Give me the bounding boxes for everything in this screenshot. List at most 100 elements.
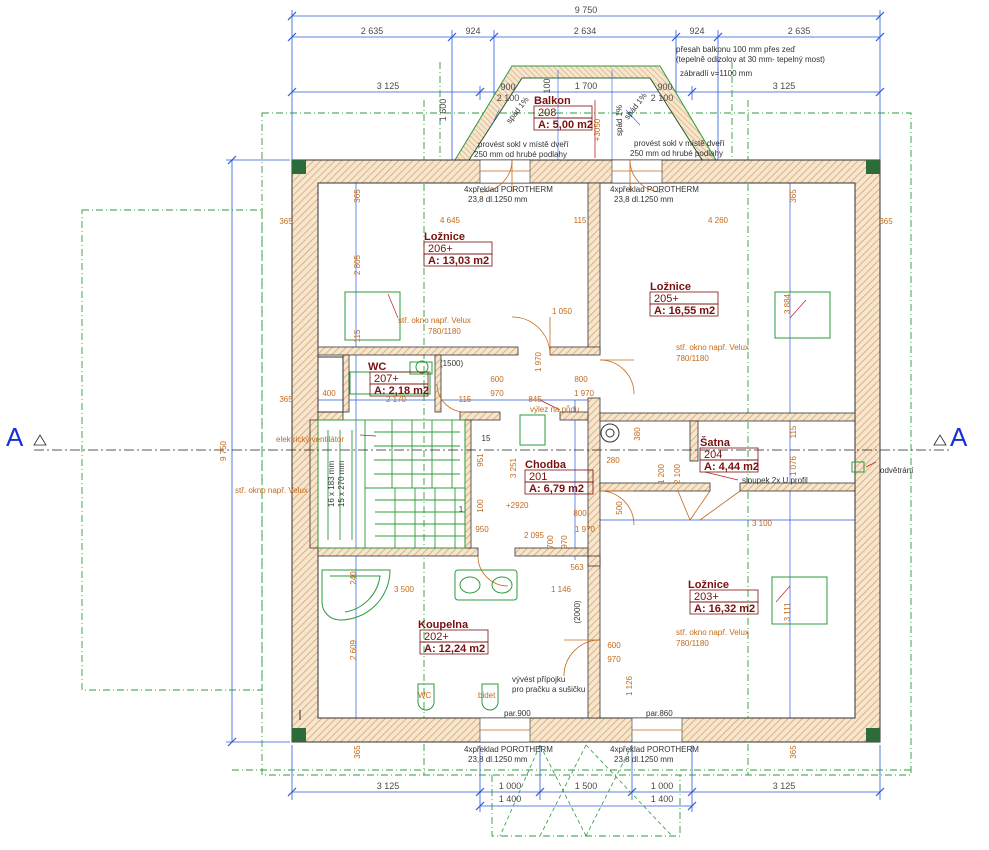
sill-left-line2: 250 mm od hrubé podlahy (474, 150, 567, 159)
dim-115-a: 115 (574, 216, 587, 225)
top-dimension-labels: 9 750 2 635 924 2 634 924 2 635 3 125 1 … (361, 5, 811, 121)
axis-lines (292, 160, 880, 742)
dim-balcony-1600: 1 600 (438, 99, 448, 122)
dim-400: 400 (322, 389, 336, 398)
interior-walls (309, 182, 856, 719)
dim-4260: 4 260 (708, 216, 729, 225)
attic-note: výlez na půdu (530, 405, 579, 414)
dim-top-2: 924 (465, 26, 480, 36)
interior-dimension-labels: 4 645 115 4 260 2 805 115 1 050 1 970 97… (322, 216, 798, 696)
room-207-area: A: 2,18 m2 (374, 385, 429, 397)
lintel-bl-line2: 23,8 dl.1250 mm (468, 755, 528, 764)
left-dimension-chain (226, 155, 290, 747)
dim-1076: 1 076 (789, 455, 798, 476)
window-203: stř. okno např. Velux (676, 628, 749, 637)
dim-top-4: 924 (689, 26, 704, 36)
dim-365-left-top: 365 (279, 217, 293, 226)
balcony-note-line2: (tepelně odizolov at 30 mm- tepelný most… (676, 55, 825, 64)
dim-bottom-3: 1 500 (575, 781, 598, 791)
window-size-205: 780/1180 (676, 354, 709, 363)
dim-mid-2: 1 700 (575, 81, 598, 91)
dim-970-a: 970 (490, 389, 504, 398)
dim-balcony-2100-right: 2 100 (651, 93, 674, 103)
velux-windows (344, 291, 865, 625)
dim-left-total: 9 750 (219, 440, 228, 461)
stair-labels: 16 x 183 mm 15 x 270 mm 15 1 (327, 434, 491, 514)
dim-2100: 2 100 (673, 463, 682, 484)
bidet-label: bidet (478, 691, 496, 700)
room-206-area: A: 13,03 m2 (428, 255, 489, 267)
dim-bottom-5: 3 125 (773, 781, 796, 791)
stair-rise: 16 x 183 mm (327, 461, 336, 508)
wc-fixture-label: WC (418, 691, 432, 700)
level-3050: +3050 (593, 118, 602, 141)
side-dimension-labels: 9 750 365 365 365 365 365 365 365 (219, 189, 893, 759)
doors (436, 159, 741, 677)
dim-bottom-7: 1 400 (651, 794, 674, 804)
dim-2805: 2 805 (353, 254, 362, 275)
dim-115-d: 115 (789, 425, 798, 438)
dim-3111: 3 111 (783, 602, 792, 621)
window-size-206: 780/1180 (428, 327, 461, 336)
top-dimension-ticks (287, 11, 885, 97)
dim-950: 950 (475, 525, 489, 534)
dim-bottom-6: 1 400 (499, 794, 522, 804)
sill-right-line2: 250 mm od hrubé podlahy (630, 149, 723, 158)
room-205-num: 205+ (654, 293, 679, 305)
dim-1126: 1 126 (625, 675, 634, 696)
level-2920: +2920 (506, 501, 529, 510)
dim-balcony-2100-left: 2 100 (497, 93, 520, 103)
notes: přesah balkonu 100 mm přes zeď (tepelně … (6, 45, 968, 764)
dim-3884: 3 884 (783, 293, 792, 314)
room-205-area: A: 16,55 m2 (654, 305, 715, 317)
dim-365-v2: 365 (353, 745, 362, 759)
window-206: stř. okno např. Velux (398, 316, 471, 325)
lintel-br-line2: 23,8 dl.1250 mm (614, 755, 674, 764)
room-207-num: 207+ (374, 373, 399, 385)
bottom-dimension-labels: 3 125 1 000 1 500 1 000 3 125 1 400 1 40… (377, 781, 796, 804)
lintel-tl-line2: 23,8 dl.1250 mm (468, 195, 528, 204)
top-dimension-chains (291, 10, 881, 160)
room-201-num: 201 (529, 471, 547, 483)
dim-3251: 3 251 (509, 457, 518, 478)
lintel-br-line1: 4xpřeklad POROTHERM (610, 745, 699, 754)
dim-115-c: 115 (459, 395, 472, 404)
par-860: par.860 (646, 709, 673, 718)
sill-right-line1: provést sokl v místě dveří (634, 139, 725, 148)
bottom-dimension-ticks (287, 787, 885, 811)
dim-970-c: 970 (607, 655, 621, 664)
dim-280: 280 (606, 456, 620, 465)
washer-note-line1: vývést přípojku (512, 675, 565, 684)
room-balkon-num: 208 (538, 107, 556, 119)
dim-240: 240 (349, 571, 358, 585)
dim-1050: 1 050 (552, 307, 573, 316)
railing-note: zábradlí v=1100 mm (680, 69, 752, 78)
room-204-num: 204 (704, 449, 722, 461)
roof-outline (81, 62, 912, 837)
dim-970-b: 970 (560, 535, 569, 549)
dim-380: 380 (633, 427, 642, 441)
room-balkon-name: Balkon (534, 95, 571, 107)
window-size-203: 780/1180 (676, 639, 709, 648)
dim-365-v1: 365 (353, 189, 362, 203)
window-leaders (359, 293, 877, 603)
dim-bottom-2: 1 000 (499, 781, 522, 791)
section-a-left: A (6, 422, 24, 452)
section-markers (33, 434, 947, 446)
dim-1970-c: 1 970 (575, 525, 596, 534)
section-a-right: A (950, 422, 968, 452)
column-note: sloupek 2x U profil (742, 476, 808, 485)
window-staircase: stř. okno např. Velux (235, 486, 308, 495)
room-202-name: Koupelna (418, 619, 469, 631)
stair-step-top: 15 (482, 434, 491, 443)
exterior-walls (291, 159, 881, 743)
dim-balcony-900-right: 900 (657, 82, 672, 92)
dim-2609: 2 609 (349, 639, 358, 660)
room-202-area: A: 12,24 m2 (424, 643, 485, 655)
sill-left-line1: provést sokl v místě dveří (478, 140, 569, 149)
roof-diagonals (499, 744, 673, 837)
height-2000: (2000) (573, 600, 582, 623)
bathroom-fixtures (317, 356, 620, 711)
room-204-name: Šatna (700, 436, 731, 449)
